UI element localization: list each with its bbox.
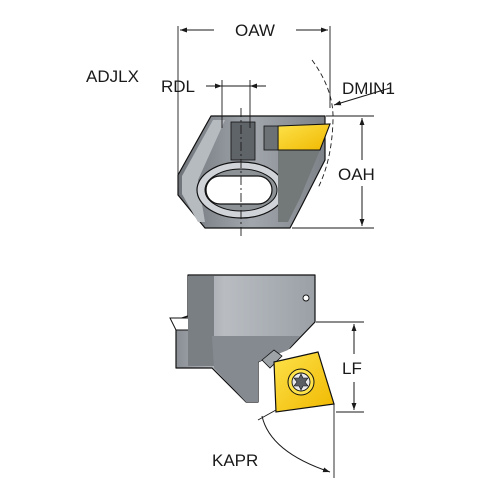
oaw-label: OAW (235, 21, 275, 40)
kapr-dimension: KAPR (212, 404, 335, 478)
clamp-nub (261, 349, 283, 369)
lf-dimension: LF (316, 321, 364, 413)
dmin1-label: DMIN1 (342, 79, 395, 98)
head-right-face (278, 150, 320, 222)
oah-dimension: OAH (292, 115, 375, 229)
insert-seat-step (263, 125, 279, 151)
lf-label: LF (342, 359, 362, 378)
oblong-hole (205, 175, 273, 205)
torx-screw-icon (287, 368, 315, 396)
rdl-label: RDL (161, 77, 195, 96)
adjlx-label: ADJLX (86, 67, 139, 86)
head-bevel-face (182, 120, 225, 222)
side-view (169, 274, 335, 413)
clamp-slot (230, 121, 256, 161)
kapr-label: KAPR (212, 451, 258, 470)
oaw-dimension: OAW (177, 21, 331, 188)
rdl-dimension: ADJLX RDL (86, 67, 266, 128)
pin-hole (302, 294, 310, 302)
top-view (177, 115, 331, 229)
side-dark-band (188, 276, 214, 366)
dmin1-dimension: DMIN1 (311, 59, 395, 189)
oah-label: OAH (338, 165, 375, 184)
